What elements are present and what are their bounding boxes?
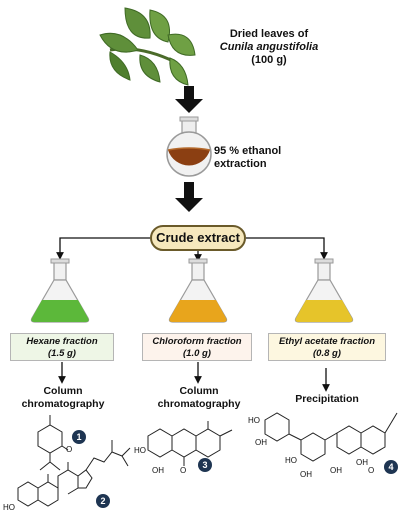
compound-badge-4: 4 [384, 460, 398, 474]
atom-label-oh: OH [300, 470, 312, 479]
fraction-name: Chloroform fraction [152, 336, 242, 347]
fraction-arrows [58, 362, 330, 392]
structure-compound-4 [264, 412, 398, 462]
atom-label-ho: HO [3, 503, 15, 512]
method-line-2: chromatography [21, 398, 105, 410]
extraction-label: 95 % ethanol extraction [214, 145, 304, 171]
fraction-mass: (0.8 g) [313, 348, 341, 359]
method-label-chloroform: Column chromatography [144, 385, 254, 411]
round-flask-illustration [166, 116, 212, 177]
leaves-illustration [99, 7, 196, 86]
atom-label-o: O [66, 445, 73, 454]
extraction-line-2: extraction [214, 158, 267, 170]
structure-compound-2 [17, 440, 131, 507]
structure-compound-3 [147, 421, 233, 466]
method-label-hexane: Column chromatography [8, 385, 118, 411]
compound-badge-1: 1 [72, 430, 86, 444]
source-species: Cunila angustifolia [219, 41, 319, 53]
fraction-name: Ethyl acetate fraction [278, 336, 376, 347]
method-line-1: Precipitation [295, 393, 359, 405]
flask-chloroform [168, 258, 228, 323]
compound-badge-2: 2 [96, 494, 110, 508]
flask-hexane [30, 258, 90, 323]
fraction-box-hexane: Hexane fraction (1.5 g) [10, 333, 114, 361]
method-label-ethyl-acetate: Precipitation [272, 393, 382, 406]
fraction-name: Hexane fraction [26, 336, 98, 347]
method-line-1: Column [179, 385, 219, 397]
branch-connectors [56, 237, 328, 262]
source-mass: (100 g) [251, 54, 287, 66]
fraction-box-chloroform: Chloroform fraction (1.0 g) [142, 333, 252, 361]
atom-label-ho: HO [134, 446, 146, 455]
method-line-1: Column [43, 385, 83, 397]
atom-label-o: O [180, 466, 187, 475]
structure-compound-1 [37, 415, 69, 471]
crude-extract-node: Crude extract [150, 225, 246, 251]
method-line-2: chromatography [157, 398, 241, 410]
source-line-1: Dried leaves of [229, 28, 309, 40]
source-label: Dried leaves of Cunila angustifolia (100… [214, 28, 324, 67]
arrow-down-2 [175, 182, 203, 212]
fraction-box-ethyl-acetate: Ethyl acetate fraction (0.8 g) [268, 333, 386, 361]
atom-label-ho: HO [248, 416, 260, 425]
atom-label-oh: OH [152, 466, 164, 475]
flask-ethyl-acetate [294, 258, 354, 323]
arrow-down-1 [175, 86, 203, 113]
atom-label-o: O [368, 466, 375, 475]
atom-label-oh: OH [356, 458, 368, 467]
compound-badge-3: 3 [198, 458, 212, 472]
atom-label-oh: OH [255, 438, 267, 447]
extraction-line-1: 95 % ethanol [214, 145, 282, 157]
atom-label-oh: OH [330, 466, 342, 475]
fraction-mass: (1.5 g) [48, 348, 76, 359]
fraction-mass: (1.0 g) [183, 348, 211, 359]
atom-label-ho: HO [285, 456, 297, 465]
